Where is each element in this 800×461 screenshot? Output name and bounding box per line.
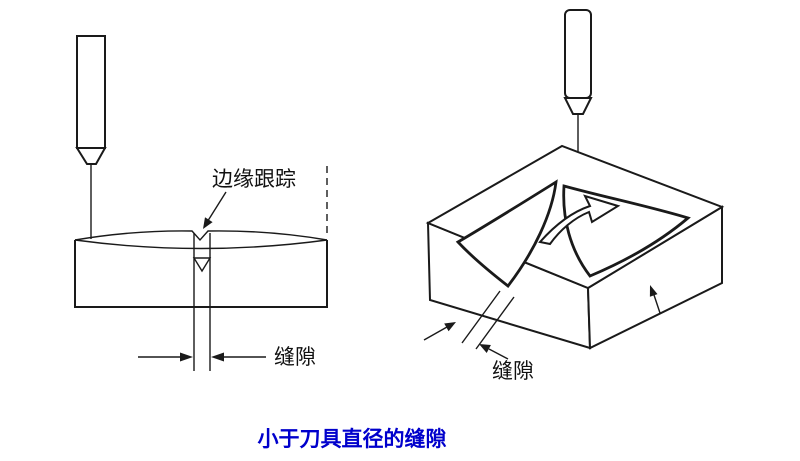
workpiece-front-view	[74, 166, 328, 371]
caption: 小于刀具直径的缝隙	[258, 427, 447, 451]
tool-tip-3d	[563, 97, 593, 115]
tool-body-3d	[564, 9, 592, 99]
gap-edge-line-2	[475, 296, 515, 350]
dimension-arrowhead-left-icon	[211, 352, 224, 362]
left-diagram: 边缘跟踪 缝隙	[74, 35, 328, 371]
surface-tick-arrowhead-icon	[649, 285, 658, 297]
gap-dimension-front: 缝隙	[138, 346, 316, 369]
dimension-line-outer-left	[423, 326, 448, 341]
dimension-arrowhead-right-icon	[180, 352, 193, 362]
gap-label-3d: 缝隙	[492, 360, 534, 383]
workpiece-outline	[74, 240, 328, 308]
tool-body	[76, 35, 106, 149]
dimension-arrowhead-upper-icon	[444, 322, 456, 332]
seam-notch-marker	[192, 257, 212, 273]
callout-arrowhead-icon	[203, 217, 213, 229]
probe-tool-icon	[75, 35, 107, 239]
edge-tracking-label: 边缘跟踪	[212, 168, 296, 191]
tool-tip	[75, 147, 107, 165]
top-surface-upper-curve	[74, 230, 328, 242]
gap-lines-3d	[461, 290, 515, 350]
gap-label-front: 缝隙	[274, 346, 316, 369]
surface-tick	[649, 285, 661, 314]
right-diagram: 缝隙	[423, 9, 725, 383]
sheet-left-half	[455, 179, 558, 288]
curl-arrow-icon	[538, 194, 621, 246]
edge-tracking-callout: 边缘跟踪	[203, 168, 296, 229]
top-surface-lower-curve	[74, 239, 328, 250]
gap-dimension-3d: 缝隙	[423, 322, 534, 383]
gap-edge-line-1	[461, 290, 501, 344]
dimension-line-outer-right	[488, 348, 509, 360]
workpiece-3d-view	[425, 144, 725, 350]
dimension-arrowhead-lower-icon	[479, 344, 491, 353]
